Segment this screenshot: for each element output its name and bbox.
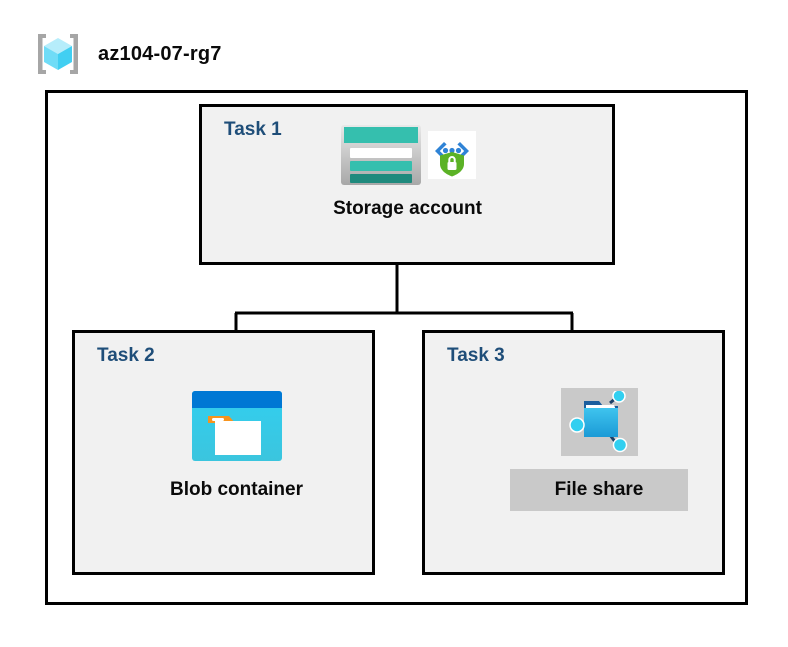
node-file-share[interactable]: File share [510, 388, 688, 511]
task-2-label: Task 2 [97, 345, 155, 366]
task-1-label: Task 1 [224, 119, 282, 140]
file-share-caption: File share [554, 479, 644, 500]
resource-group-cube-icon [38, 34, 78, 74]
task-3-label: Task 3 [447, 345, 505, 366]
resource-group-header: az104-07-rg7 [32, 28, 222, 80]
node-blob-container[interactable]: Blob container [145, 390, 328, 501]
storage-account-icon [340, 125, 421, 185]
task-2-box: Task 2 [72, 330, 375, 575]
storage-account-icon-row [340, 122, 476, 188]
blob-container-caption: Blob container [169, 479, 303, 500]
file-share-label-selection-highlight: File share [510, 469, 688, 511]
resource-group-title: az104-07-rg7 [98, 42, 222, 65]
node-storage-account[interactable]: Storage account [281, 122, 534, 220]
secure-endpoint-shield-icon [427, 131, 476, 179]
file-share-icon-selection-highlight [560, 388, 638, 456]
storage-account-caption: Storage account [333, 198, 482, 219]
file-share-icon [569, 391, 628, 453]
blob-container-icon [191, 391, 282, 461]
